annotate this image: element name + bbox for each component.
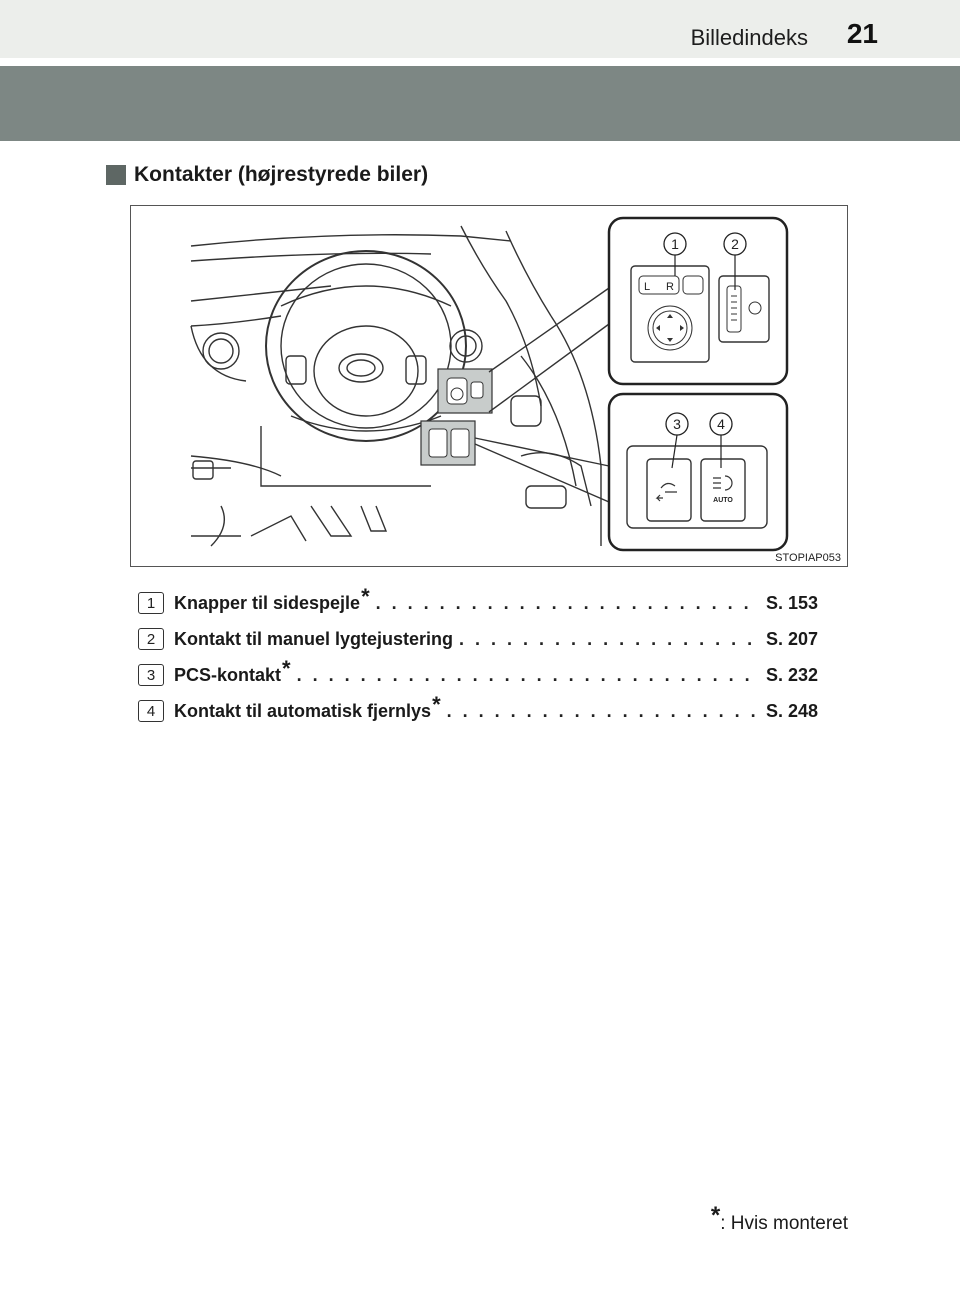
item-label: Kontakt til automatisk fjernlys bbox=[174, 700, 432, 721]
leader-dots: . . . . . . . . . . . . . . . . . . . . … bbox=[446, 700, 760, 721]
item-star: * bbox=[361, 584, 370, 609]
item-label: PCS-kontakt bbox=[174, 664, 282, 685]
section-title: Kontakter (højrestyrede biler) bbox=[134, 163, 429, 186]
item-label: Kontakt til manuel lygtejustering bbox=[174, 628, 454, 649]
footnote-text: : Hvis monteret bbox=[720, 1213, 848, 1234]
list-item: 2 Kontakt til manuel lygtejustering . . … bbox=[138, 621, 818, 657]
callout-1: 1 bbox=[671, 236, 679, 252]
dashboard-drawing bbox=[190, 225, 602, 547]
auto-label: AUTO bbox=[713, 497, 733, 504]
footnote: *: Hvis monteret bbox=[711, 1202, 848, 1236]
header-title: Billedindeks bbox=[690, 25, 808, 50]
item-star: * bbox=[282, 656, 291, 681]
figure-code: STOPIAP053 bbox=[773, 552, 843, 564]
item-page-ref[interactable]: S. 232 bbox=[765, 664, 818, 685]
pcs-switch-highlight bbox=[420, 420, 476, 466]
callout-2: 2 bbox=[731, 236, 739, 252]
leader-dots: . . . . . . . . . . . . . . . . . . . . … bbox=[375, 592, 760, 613]
mirror-left-label: L bbox=[644, 281, 650, 293]
item-label: Knapper til sidespejle bbox=[174, 592, 361, 613]
callout-3: 3 bbox=[673, 416, 681, 432]
header-separator bbox=[0, 58, 960, 66]
leader-dots: . . . . . . . . . . . . . . . . . . . . … bbox=[459, 628, 760, 649]
page-number: 21 bbox=[846, 18, 878, 49]
callout-4: 4 bbox=[717, 416, 725, 432]
list-item: 4 Kontakt til automatisk fjernlys* . . .… bbox=[138, 692, 818, 729]
item-number: 1 bbox=[138, 592, 164, 614]
mirror-right-label: R bbox=[666, 281, 674, 293]
footnote-star: * bbox=[710, 1202, 721, 1229]
item-number: 3 bbox=[138, 664, 164, 686]
pcs-switch-callout: AUTO 3 4 bbox=[607, 392, 789, 552]
dashboard-illustration: L R 1 2 AUTO bbox=[130, 205, 848, 567]
header-bar bbox=[0, 0, 960, 58]
list-item: 1 Knapper til sidespejle* . . . . . . . … bbox=[138, 584, 818, 621]
item-page-ref[interactable]: S. 153 bbox=[765, 592, 818, 613]
section-marker-icon bbox=[106, 165, 126, 185]
switch-list: 1 Knapper til sidespejle* . . . . . . . … bbox=[138, 584, 818, 729]
leader-dots: . . . . . . . . . . . . . . . . . . . . … bbox=[296, 664, 760, 685]
mirror-switch-highlight bbox=[437, 368, 493, 414]
item-number: 2 bbox=[138, 628, 164, 650]
item-star: * bbox=[432, 692, 441, 717]
item-page-ref[interactable]: S. 248 bbox=[765, 700, 818, 721]
item-number: 4 bbox=[138, 700, 164, 722]
item-page-ref[interactable]: S. 207 bbox=[765, 628, 818, 649]
mirror-switch-callout: L R 1 2 bbox=[607, 216, 789, 386]
section-heading: Kontakter (højrestyrede biler) bbox=[106, 160, 428, 190]
list-item: 3 PCS-kontakt* . . . . . . . . . . . . .… bbox=[138, 656, 818, 693]
chapter-band bbox=[0, 66, 960, 141]
